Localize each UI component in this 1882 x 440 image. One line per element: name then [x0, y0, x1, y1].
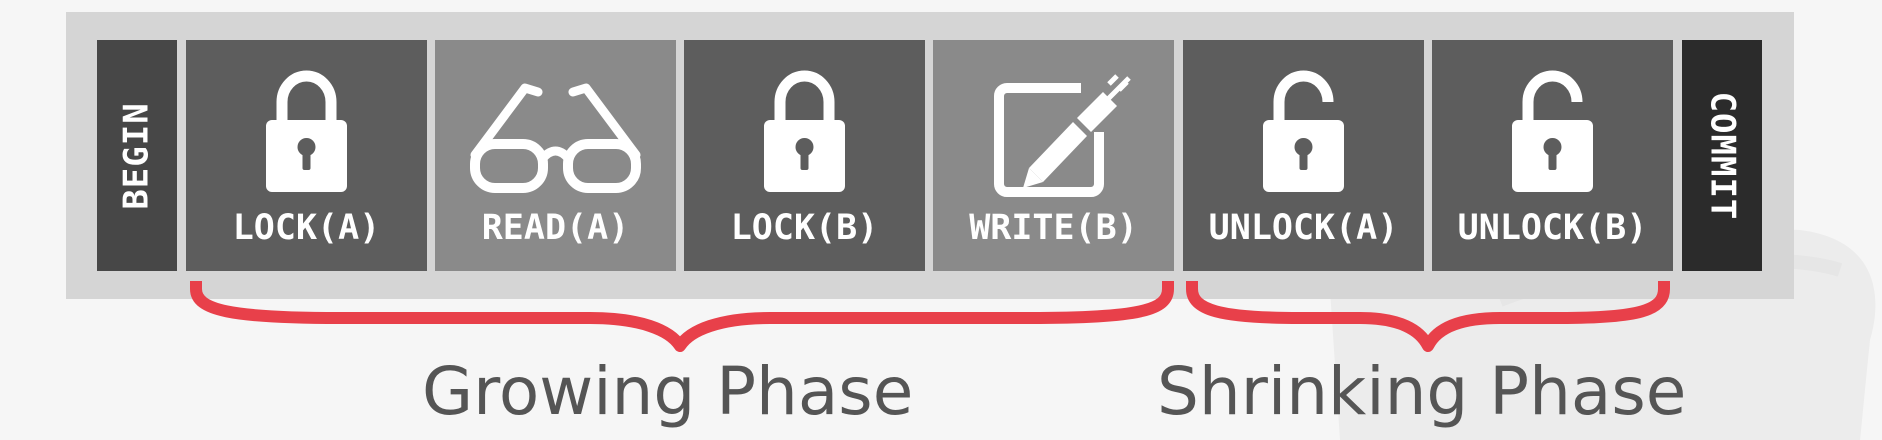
- lock-open-icon: [1263, 70, 1344, 192]
- step-label: WRITE(B): [969, 208, 1138, 248]
- growing-phase-label: Growing Phase: [422, 353, 914, 430]
- step-write-b: WRITE(B): [933, 40, 1174, 271]
- shrinking-phase-brace: [1186, 281, 1670, 352]
- step-label: LOCK(A): [232, 208, 381, 248]
- step-label: UNLOCK(B): [1457, 208, 1648, 248]
- step-read-a: READ(A): [435, 40, 676, 271]
- step-lock-b: LOCK(B): [684, 40, 925, 271]
- step-unlock-a: UNLOCK(A): [1183, 40, 1424, 271]
- lock-open-icon: [1512, 70, 1593, 192]
- shrinking-phase-label: Shrinking Phase: [1157, 353, 1687, 430]
- step-label: LOCK(B): [730, 208, 879, 248]
- step-label: UNLOCK(A): [1208, 208, 1399, 248]
- pencil-edit-icon: [994, 74, 1131, 197]
- commit-box: COMMIT: [1682, 40, 1762, 271]
- step-unlock-b: UNLOCK(B): [1432, 40, 1673, 271]
- lock-closed-icon: [266, 70, 347, 192]
- step-label: READ(A): [481, 208, 630, 248]
- step-lock-a: LOCK(A): [186, 40, 427, 271]
- growing-phase-brace: [190, 281, 1174, 352]
- lock-closed-icon: [764, 70, 845, 192]
- glasses-icon: [470, 83, 641, 193]
- begin-box: BEGIN: [97, 40, 177, 271]
